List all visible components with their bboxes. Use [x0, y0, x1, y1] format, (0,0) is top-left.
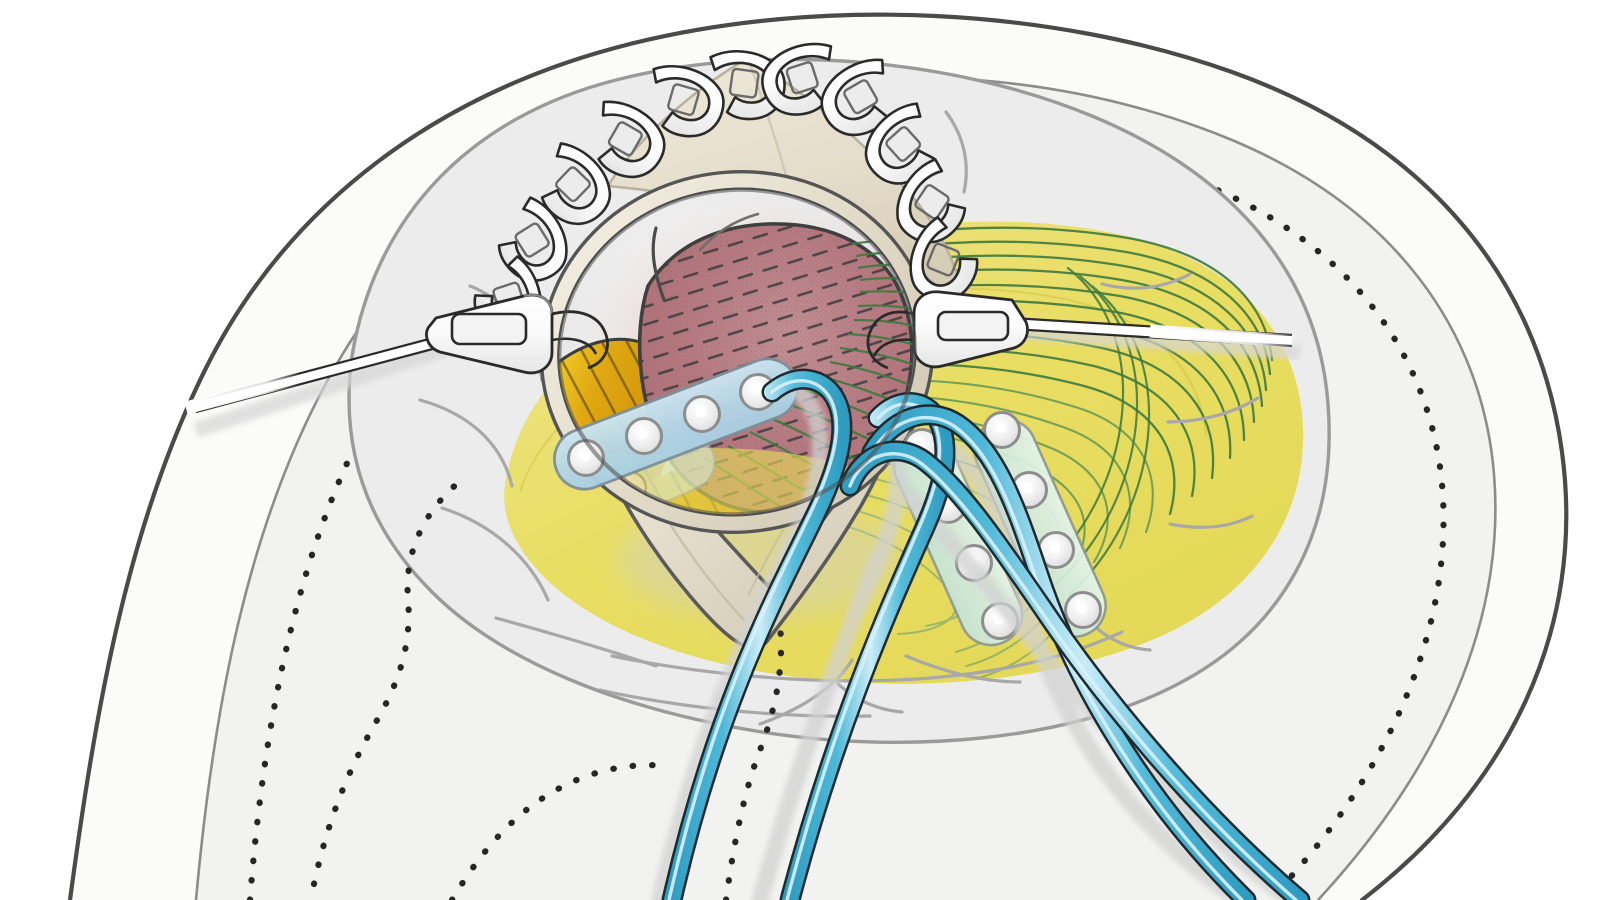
- sulcus-line: [944, 110, 968, 194]
- sulcus-line: [904, 654, 1022, 684]
- sulcus-line: [1168, 514, 1254, 529]
- craniotomy-rim-overlay: [557, 187, 917, 517]
- electrode-cables[interactable]: [651, 368, 1311, 900]
- lesion-vessel: [651, 226, 666, 302]
- cable-1[interactable]: [661, 368, 853, 900]
- tack-clip[interactable]: [638, 59, 731, 144]
- retractor-left[interactable]: [184, 293, 609, 438]
- tack-clip[interactable]: [883, 154, 981, 255]
- retractor-right-head: [866, 290, 1029, 370]
- nose-brow-dotted-line: [310, 474, 468, 888]
- electrode-strip-1[interactable]: [538, 347, 813, 500]
- tack-clip-group-right: [754, 37, 990, 311]
- retractor-left-head: [425, 293, 609, 375]
- retractor-right-shaft-fade: [1149, 324, 1303, 349]
- ear-dotted-line: [722, 622, 785, 900]
- electrode-contact: [983, 411, 1021, 449]
- strip-1-contacts: [567, 373, 777, 477]
- retractor-left-shaft-fade: [184, 371, 302, 415]
- cable-4[interactable]: [839, 440, 1311, 900]
- dural-tack-suture-clips: [473, 37, 990, 341]
- jaw-dotted-line: [448, 762, 672, 900]
- tack-clip[interactable]: [810, 51, 910, 147]
- retractor-right-shadow: [999, 322, 1301, 360]
- cortical-vessel: [698, 212, 760, 252]
- electrode-contact: [1064, 591, 1102, 629]
- tack-clip[interactable]: [576, 93, 676, 189]
- tack-clip[interactable]: [754, 37, 848, 124]
- sulcus-line: [610, 630, 1124, 683]
- sulcus-line: [836, 682, 904, 714]
- tack-clip[interactable]: [852, 96, 954, 197]
- cable-3[interactable]: [861, 404, 1257, 900]
- inner-table-dotted-line: [246, 125, 1447, 900]
- cable-shadows: [651, 383, 1299, 900]
- tack-clip[interactable]: [899, 214, 990, 311]
- skull-dotted-guide: [246, 125, 1447, 900]
- sulcus-line: [1100, 272, 1192, 290]
- retractor-right[interactable]: [866, 290, 1303, 370]
- sulcus-line: [440, 506, 550, 602]
- sulcus-line: [418, 398, 514, 488]
- tack-clip[interactable]: [522, 136, 624, 238]
- electrode-contact: [683, 395, 721, 433]
- tack-clip-group-left: [473, 50, 786, 341]
- sulcus-line: [1166, 396, 1260, 424]
- electrode-contact: [625, 417, 663, 455]
- face-profile-guides: [310, 474, 785, 900]
